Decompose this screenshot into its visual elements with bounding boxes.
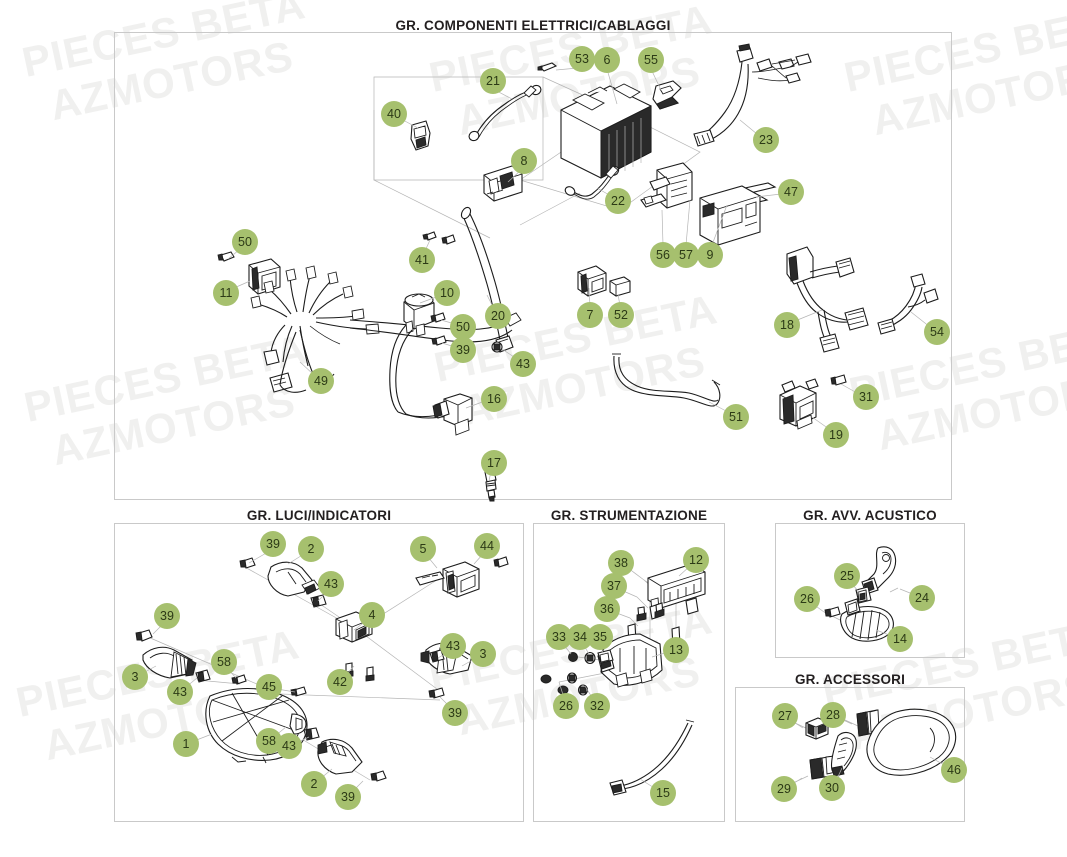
callout-elettrici-16[interactable]: 16 <box>481 386 507 412</box>
panel-acustico <box>775 523 965 658</box>
callout-elettrici-23[interactable]: 23 <box>753 127 779 153</box>
callout-elettrici-8[interactable]: 8 <box>511 148 537 174</box>
callout-elettrici-11[interactable]: 11 <box>213 280 239 306</box>
callout-elettrici-31[interactable]: 31 <box>853 384 879 410</box>
callout-accessori-46[interactable]: 46 <box>941 757 967 783</box>
callout-elettrici-40[interactable]: 40 <box>381 101 407 127</box>
callout-luci-45[interactable]: 45 <box>256 674 282 700</box>
callout-elettrici-9[interactable]: 9 <box>697 242 723 268</box>
callout-luci-44[interactable]: 44 <box>474 533 500 559</box>
callout-elettrici-41[interactable]: 41 <box>409 247 435 273</box>
callout-accessori-28[interactable]: 28 <box>820 702 846 728</box>
callout-strumentazione-32[interactable]: 32 <box>584 693 610 719</box>
callout-luci-2[interactable]: 2 <box>298 536 324 562</box>
callout-luci-3[interactable]: 3 <box>122 664 148 690</box>
callout-strumentazione-36[interactable]: 36 <box>594 596 620 622</box>
callout-luci-43[interactable]: 43 <box>276 733 302 759</box>
callout-luci-58[interactable]: 58 <box>211 649 237 675</box>
callout-acustico-24[interactable]: 24 <box>909 585 935 611</box>
callout-luci-42[interactable]: 42 <box>327 669 353 695</box>
callout-accessori-29[interactable]: 29 <box>771 776 797 802</box>
callout-strumentazione-35[interactable]: 35 <box>587 624 613 650</box>
callout-elettrici-56[interactable]: 56 <box>650 242 676 268</box>
panel-luci <box>114 523 524 822</box>
callout-strumentazione-15[interactable]: 15 <box>650 780 676 806</box>
callout-acustico-14[interactable]: 14 <box>887 626 913 652</box>
panel-title-luci: GR. LUCI/INDICATORI <box>246 508 392 523</box>
callout-luci-2[interactable]: 2 <box>301 771 327 797</box>
panel-strumentazione <box>533 523 725 822</box>
callout-elettrici-54[interactable]: 54 <box>924 319 950 345</box>
callout-elettrici-43[interactable]: 43 <box>510 351 536 377</box>
callout-luci-1[interactable]: 1 <box>173 731 199 757</box>
callout-elettrici-39[interactable]: 39 <box>450 337 476 363</box>
callout-acustico-26[interactable]: 26 <box>794 586 820 612</box>
callout-elettrici-17[interactable]: 17 <box>481 450 507 476</box>
callout-luci-3[interactable]: 3 <box>470 641 496 667</box>
callout-elettrici-51[interactable]: 51 <box>723 404 749 430</box>
callout-luci-4[interactable]: 4 <box>359 602 385 628</box>
callout-elettrici-18[interactable]: 18 <box>774 312 800 338</box>
callout-elettrici-49[interactable]: 49 <box>308 368 334 394</box>
callout-strumentazione-26[interactable]: 26 <box>553 693 579 719</box>
panel-title-strumentazione: GR. STRUMENTAZIONE <box>550 508 708 523</box>
callout-elettrici-10[interactable]: 10 <box>434 280 460 306</box>
callout-elettrici-55[interactable]: 55 <box>638 47 664 73</box>
callout-elettrici-50[interactable]: 50 <box>232 229 258 255</box>
panel-elettrici <box>114 32 952 500</box>
callout-elettrici-53[interactable]: 53 <box>569 46 595 72</box>
callout-strumentazione-12[interactable]: 12 <box>683 547 709 573</box>
callout-luci-43[interactable]: 43 <box>167 679 193 705</box>
callout-luci-39[interactable]: 39 <box>260 531 286 557</box>
callout-luci-39[interactable]: 39 <box>335 784 361 810</box>
callout-luci-43[interactable]: 43 <box>440 633 466 659</box>
callout-luci-39[interactable]: 39 <box>442 700 468 726</box>
callout-elettrici-7[interactable]: 7 <box>577 302 603 328</box>
panel-title-acustico: GR. AVV. ACUSTICO <box>803 508 937 523</box>
callout-elettrici-22[interactable]: 22 <box>605 188 631 214</box>
callout-elettrici-19[interactable]: 19 <box>823 422 849 448</box>
callout-elettrici-57[interactable]: 57 <box>673 242 699 268</box>
callout-strumentazione-13[interactable]: 13 <box>663 637 689 663</box>
callout-accessori-27[interactable]: 27 <box>772 703 798 729</box>
panel-title-accessori: GR. ACCESSORI <box>794 672 906 687</box>
callout-accessori-30[interactable]: 30 <box>819 775 845 801</box>
callout-elettrici-21[interactable]: 21 <box>480 68 506 94</box>
callout-luci-39[interactable]: 39 <box>154 603 180 629</box>
panel-accessori <box>735 687 965 822</box>
callout-luci-5[interactable]: 5 <box>410 536 436 562</box>
callout-elettrici-20[interactable]: 20 <box>485 303 511 329</box>
panel-title-elettrici: GR. COMPONENTI ELETTRICI/CABLAGGI <box>395 18 671 33</box>
callout-elettrici-52[interactable]: 52 <box>608 302 634 328</box>
callout-elettrici-47[interactable]: 47 <box>778 179 804 205</box>
callout-elettrici-6[interactable]: 6 <box>594 47 620 73</box>
callout-luci-43[interactable]: 43 <box>318 571 344 597</box>
callout-acustico-25[interactable]: 25 <box>834 563 860 589</box>
